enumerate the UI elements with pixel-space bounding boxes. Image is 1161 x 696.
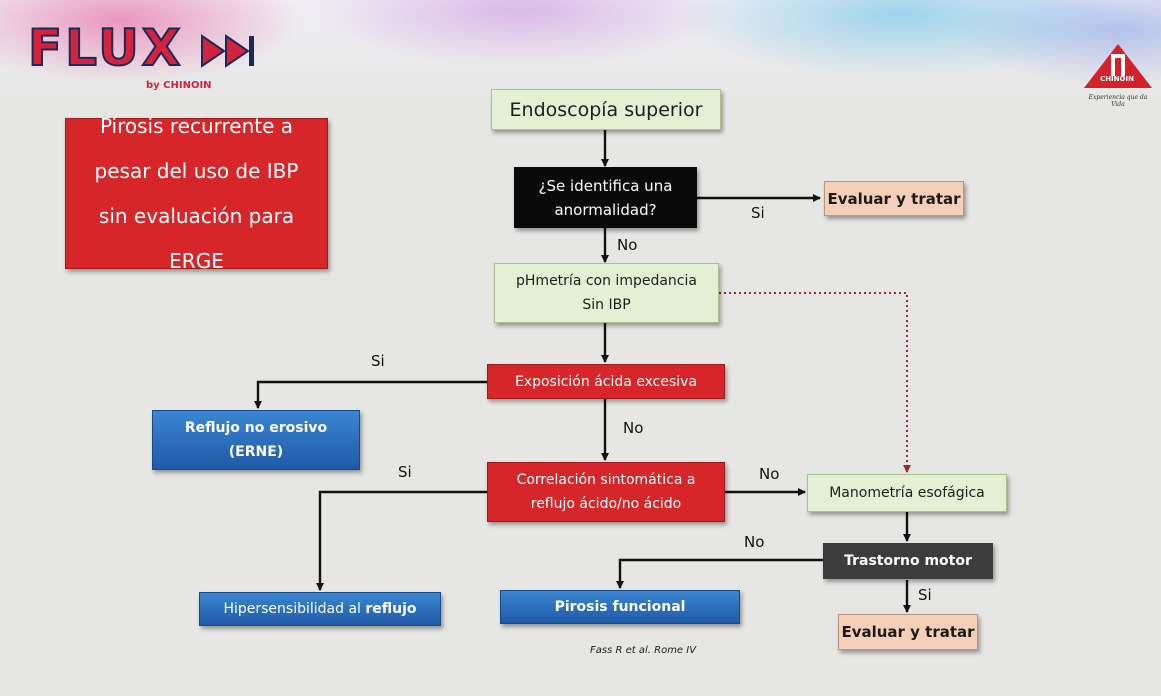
connector-exposicion-reflujo [254,380,487,409]
node-hipersensibilidad-text: Hipersensibilidad al [223,601,366,617]
node-exposicion: Exposición ácida excesiva [487,364,725,399]
node-correlacion: Correlación sintomática a reflujo ácido/… [487,462,725,522]
node-manometria: Manometría esofágica [807,474,1007,512]
flux-logo-byline: by CHINOIN [146,80,212,91]
node-anormalidad-label: ¿Se identifica una anormalidad? [538,176,673,219]
chinoin-slogan: Experiencia que da Vida [1088,94,1148,108]
node-endoscopia: Endoscopía superior [491,89,721,130]
title-box: Pirosis recurrente a pesar del uso de IB… [65,114,328,273]
node-trastorno-label: Trastorno motor [844,553,972,569]
node-correlacion-label: Correlación sintomática a reflujo ácido/… [516,472,696,512]
node-pirosis-funcional: Pirosis funcional [500,590,740,624]
fast-forward-icon [201,34,254,68]
reference-citation: Fass R et al. Rome IV [590,645,697,656]
node-endoscopia-label: Endoscopía superior [509,98,703,121]
label-exposicion-no: No [623,419,644,437]
node-phmetria-label: pHmetría con impedancia Sin IBP [516,273,697,313]
label-trastorno-si: Si [918,586,932,604]
chinoin-logo: CHINOIN Experiencia que da Vida [1082,42,1154,112]
node-reflujo: Reflujo no erosivo (ERNE) [152,410,360,470]
node-manometria-label: Manometría esofágica [829,485,985,501]
node-anormalidad: ¿Se identifica una anormalidad? [514,167,697,228]
node-phmetria: pHmetría con impedancia Sin IBP [494,263,719,323]
node-hipersensibilidad-label: Hipersensibilidad al reflujo [223,601,416,617]
connector-correlacion-hipersensibilidad [316,490,487,591]
connector-phmetria-manometria-dotted [719,292,911,473]
node-evaluar-1-label: Evaluar y tratar [827,189,961,208]
flux-logo: FLUX by CHINOIN [27,19,258,91]
node-pirosis-funcional-label: Pirosis funcional [554,599,686,615]
flux-logo-text: FLUX [27,19,184,77]
label-anormalidad-no: No [617,236,638,254]
title-box-text: Pirosis recurrente a pesar del uso de IB… [94,113,299,273]
label-correlacion-no: No [759,465,780,483]
node-evaluar-1: Evaluar y tratar [824,181,964,216]
label-anormalidad-si: Si [751,204,765,222]
node-hipersensibilidad: Hipersensibilidad al reflujo [199,592,441,626]
node-trastorno: Trastorno motor [823,543,993,579]
node-reflujo-label: Reflujo no erosivo (ERNE) [184,420,328,460]
node-exposicion-label: Exposición ácida excesiva [514,373,698,390]
node-evaluar-2-label: Evaluar y tratar [841,623,975,641]
node-evaluar-2: Evaluar y tratar [838,614,978,650]
label-exposicion-si: Si [371,352,385,370]
node-hipersensibilidad-bold: reflujo [365,601,417,617]
chinoin-emblem-icon [1084,44,1152,88]
label-trastorno-no: No [744,533,765,551]
label-correlacion-si: Si [398,463,412,481]
chinoin-name: CHINOIN [1100,75,1134,83]
connector-trastorno-pirosis [616,558,823,589]
